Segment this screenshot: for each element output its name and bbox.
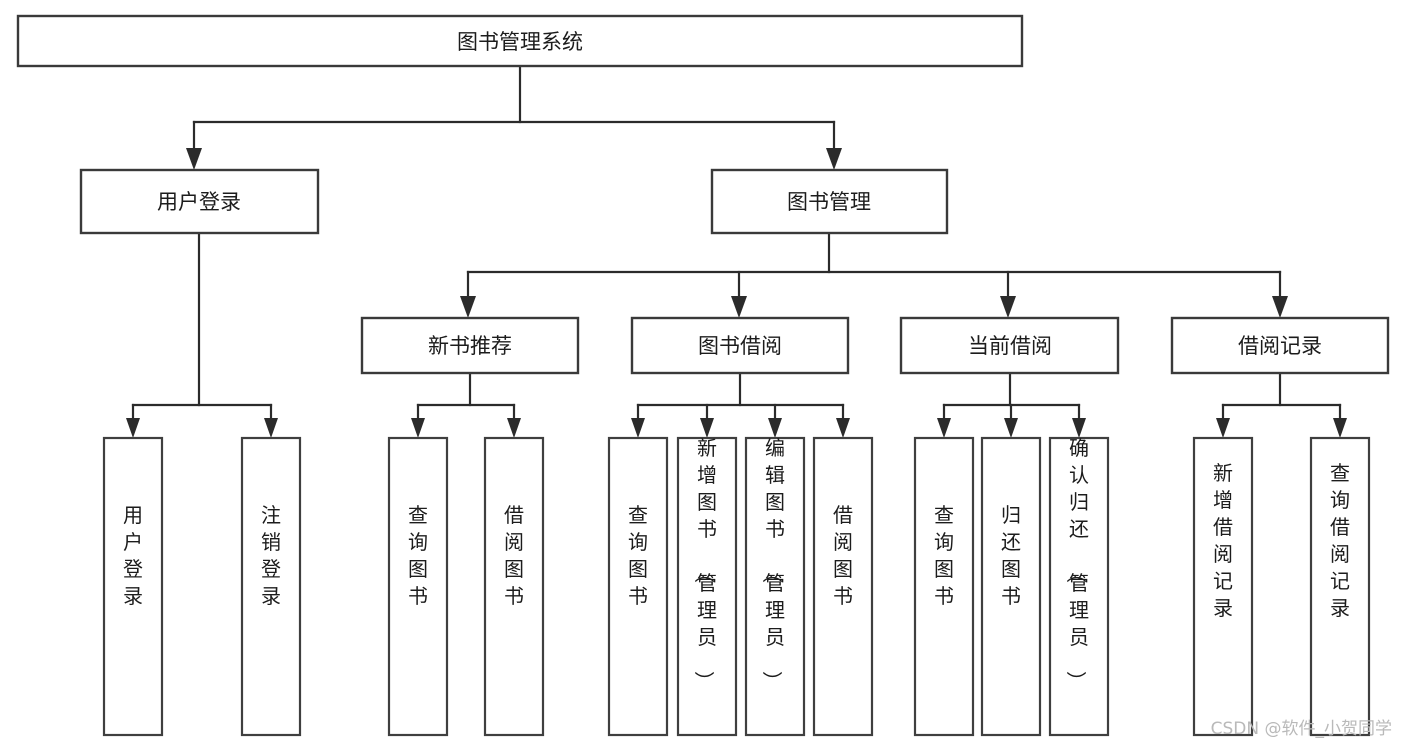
leaf-current-borrow-return-label: 归还图书 (1001, 503, 1021, 608)
node-current-borrow-box[interactable] (899, 316, 1120, 375)
leaf-current-borrow-confirm-box[interactable] (1048, 436, 1110, 737)
leaf-new-book-borrow[interactable]: 借阅图书 (483, 436, 545, 737)
leaf-book-borrow-edit-box[interactable] (744, 436, 806, 737)
node-current-borrow-label: 当前借阅 (968, 334, 1052, 358)
leaf-user-login-logout-box[interactable] (240, 436, 302, 737)
edge-layer (126, 64, 1347, 438)
leaf-current-borrow-query[interactable]: 查询图书 (913, 436, 975, 737)
leaf-book-borrow-add-box[interactable] (676, 436, 738, 737)
leaf-new-book-query-box[interactable] (387, 436, 449, 737)
arrowhead-bb-borrow (836, 418, 850, 438)
leaf-new-book-borrow-box[interactable] (483, 436, 545, 737)
leaf-new-book-query-label: 查询图书 (408, 503, 428, 608)
node-user-login[interactable]: 用户登录 (79, 168, 320, 235)
node-user-login-box[interactable] (79, 168, 320, 235)
arrowhead-borrow-record (1272, 296, 1288, 318)
leaf-borrow-record-query-label: 查询借阅记录 (1330, 461, 1350, 620)
node-new-book-recommend-label: 新书推荐 (428, 334, 512, 358)
node-book-borrow-label: 图书借阅 (698, 334, 782, 358)
leaf-book-borrow-borrow[interactable]: 借阅图书 (812, 436, 874, 737)
arrowhead-br-query (1333, 418, 1347, 438)
node-new-book-recommend-box[interactable] (360, 316, 580, 375)
node-user-login-label: 用户登录 (157, 190, 241, 214)
node-root-system[interactable]: 图书管理系统 (16, 14, 1024, 68)
leaf-book-borrow-query-box[interactable] (607, 436, 669, 737)
leaf-current-borrow-return[interactable]: 归还图书 (980, 436, 1042, 737)
leaf-book-borrow-edit[interactable]: 编辑图书（管理员） (744, 436, 806, 737)
leaf-current-borrow-query-box[interactable] (913, 436, 975, 737)
node-root-system-box[interactable] (16, 14, 1024, 68)
leaf-user-login-login[interactable]: 用户登录 (102, 436, 164, 737)
leaf-borrow-record-query-box[interactable] (1309, 436, 1371, 737)
leaf-new-book-query[interactable]: 查询图书 (387, 436, 449, 737)
arrowhead-cb-query (937, 418, 951, 438)
node-book-management-label: 图书管理 (787, 190, 871, 214)
node-new-book-recommend[interactable]: 新书推荐 (360, 316, 580, 375)
leaf-borrow-record-add[interactable]: 新增借阅记录 (1192, 436, 1254, 737)
leaf-current-borrow-query-label: 查询图书 (934, 503, 954, 608)
node-book-borrow-box[interactable] (630, 316, 850, 375)
node-borrow-record-box[interactable] (1170, 316, 1390, 375)
arrowhead-bb-query (631, 418, 645, 438)
node-book-management-box[interactable] (710, 168, 949, 235)
leaf-book-borrow-borrow-box[interactable] (812, 436, 874, 737)
leaf-new-book-borrow-label: 借阅图书 (504, 503, 524, 608)
leaf-current-borrow-confirm[interactable]: 确认归还（管理员） (1048, 436, 1110, 737)
arrowhead-bb-edit (768, 418, 782, 438)
node-borrow-record-label: 借阅记录 (1238, 334, 1322, 358)
arrowhead-leaf-logout (264, 418, 278, 438)
leaf-borrow-record-add-label: 新增借阅记录 (1213, 461, 1233, 620)
arrowhead-newbook-query (411, 418, 425, 438)
leaf-current-borrow-return-box[interactable] (980, 436, 1042, 737)
leaf-book-borrow-query[interactable]: 查询图书 (607, 436, 669, 737)
leaf-user-login-login-label: 用户登录 (123, 503, 143, 608)
leaf-book-borrow-borrow-label: 借阅图书 (833, 503, 853, 608)
leaf-user-login-logout-label: 注销登录 (261, 503, 281, 608)
node-root-system-label: 图书管理系统 (457, 30, 583, 54)
leaf-book-borrow-add[interactable]: 新增图书（管理员） (676, 436, 738, 737)
arrowhead-new-book (460, 296, 476, 318)
arrowhead-book-borrow (731, 296, 747, 318)
node-current-borrow[interactable]: 当前借阅 (899, 316, 1120, 375)
arrowhead-br-add (1216, 418, 1230, 438)
leaf-borrow-record-add-box[interactable] (1192, 436, 1254, 737)
leaf-user-login-logout[interactable]: 注销登录 (240, 436, 302, 737)
leaf-current-borrow-confirm-label: 确认归还（管理员） (1064, 436, 1089, 691)
node-borrow-record[interactable]: 借阅记录 (1170, 316, 1390, 375)
leaf-user-login-login-box[interactable] (102, 436, 164, 737)
leaf-book-borrow-query-label: 查询图书 (628, 503, 648, 608)
arrowhead-user-login (186, 148, 202, 170)
arrowhead-newbook-borrow (507, 418, 521, 438)
csdn-watermark: CSDN @软件_小贺同学 (1211, 719, 1392, 739)
leaf-borrow-record-query[interactable]: 查询借阅记录 (1309, 436, 1371, 737)
leaf-book-borrow-add-label: 新增图书（管理员） (692, 436, 717, 691)
arrowhead-bb-add (700, 418, 714, 438)
node-book-borrow[interactable]: 图书借阅 (630, 316, 850, 375)
arrowhead-current-borrow (1000, 296, 1016, 318)
arrowhead-cb-return (1004, 418, 1018, 438)
arrowhead-leaf-user-login (126, 418, 140, 438)
arrowhead-book-mgmt (826, 148, 842, 170)
arrowhead-cb-confirm (1072, 418, 1086, 438)
leaf-book-borrow-edit-label: 编辑图书（管理员） (760, 436, 785, 691)
node-book-management[interactable]: 图书管理 (710, 168, 949, 235)
